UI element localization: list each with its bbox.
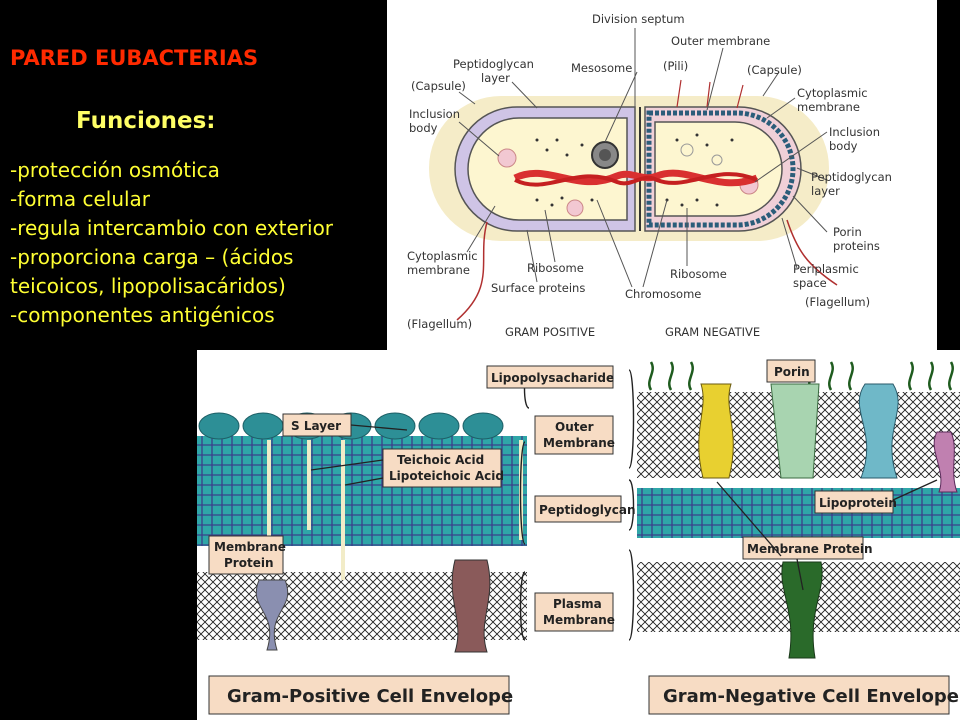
label-cytoplasmic-membrane-right: Cytoplasmic [797,86,868,100]
label-capsule-right: (Capsule) [747,63,802,77]
label-peptidoglycan-left-2: layer [481,71,510,85]
envelope-diagram-panel: Gram-Positive Cell Envelope S Layer Teic… [197,350,960,720]
label-surface-proteins: Surface proteins [491,281,585,295]
label-porin-2: proteins [833,239,880,253]
membrane-protein-gn [781,561,823,659]
label-peptidoglycan-right-2: layer [811,184,840,198]
label-ribosome-right: Ribosome [670,267,727,281]
label-plasma-membrane: Plasma [553,597,602,611]
label-lipoteichoic-acid: Lipoteichoic Acid [389,469,504,483]
gn-envelope-box [648,675,950,715]
envelope-diagram: Gram-Positive Cell Envelope S Layer Teic… [197,359,960,715]
label-gram-positive: GRAM POSITIVE [505,325,595,339]
gram-positive-envelope: Gram-Positive Cell Envelope S Layer Teic… [197,412,527,715]
cell-diagram-panel: Division septum Outer membrane Peptidogl… [387,0,937,350]
inclusion-body [497,148,517,168]
flagellum-right [786,219,838,286]
function-item: -forma celular [10,187,151,211]
porin-blue [858,383,899,479]
label-inclusion-body-right: Inclusion [829,125,880,139]
gram-positive-cell [454,106,636,232]
gram-negative-envelope: Porin Lipopolysacharide Lipoprotein Memb… [486,359,960,715]
label-membrane-protein-gn: Membrane Protein [747,542,873,556]
label-porin-env: Porin [774,365,810,379]
pili [676,79,744,109]
label-s-layer: S Layer [291,419,341,433]
label-periplasmic-space-2: space [793,276,827,290]
membrane-protein-gp-2 [451,559,491,653]
label-outer-membrane-mid: Outer [555,420,594,434]
flagellum-left [456,221,488,321]
inclusion-body [680,143,694,157]
label-mesosome: Mesosome [571,61,632,75]
label-gram-negative-envelope: Gram-Negative Cell Envelope [663,686,959,707]
middle-labels: Outer Membrane Peptidoglycan Plasma Memb… [519,369,636,641]
function-item: -componentes antigénicos [10,303,275,327]
label-inclusion-body-left: Inclusion [409,107,460,121]
label-outer-membrane-mid-2: Membrane [543,436,615,450]
inclusion-body [711,154,723,166]
label-porin: Porin [833,225,862,239]
label-inclusion-body-right-2: body [829,139,858,153]
label-cytoplasmic-membrane-left-2: membrane [407,263,470,277]
porin-green [770,383,820,479]
peptidoglycan-layer-gn [637,488,960,538]
function-item: -protección osmótica [10,158,220,182]
label-inclusion-body-left-2: body [409,121,438,135]
chromosome [513,169,759,187]
label-ribosome-left: Ribosome [527,261,584,275]
label-plasma-membrane-2: Membrane [543,613,615,627]
label-lipopolysaccharide: Lipopolysacharide [491,371,614,385]
label-peptidoglycan-left: Peptidoglycan [453,57,534,71]
label-capsule-left: (Capsule) [411,79,466,93]
inclusion-body [566,199,584,217]
label-peptidoglycan: Peptidoglycan [539,503,636,517]
lipoprotein-purple [933,431,958,493]
gram-negative-cell [644,106,802,232]
functions-list: -protección osmótica -forma celular -reg… [10,156,333,330]
label-peptidoglycan-right: Peptidoglycan [811,170,892,184]
leader-lines [458,28,828,288]
label-chromosome: Chromosome [625,287,701,301]
label-membrane-protein-gp: Membrane [214,540,286,554]
label-flagellum-right: (Flagellum) [805,295,870,309]
label-teichoic-acid: Teichoic Acid [397,453,484,467]
membrane-protein-gp [255,579,289,651]
label-cytoplasmic-membrane-left: Cytoplasmic [407,249,478,263]
cell-diagram: Division septum Outer membrane Peptidogl… [407,12,892,339]
label-outer-membrane: Outer membrane [671,34,770,48]
label-pili: (Pili) [663,59,688,73]
label-cytoplasmic-membrane-right-2: membrane [797,100,860,114]
function-item: teicoicos, lipopolisacáridos) [10,274,286,298]
label-division-septum: Division septum [592,12,685,26]
label-flagellum-left: (Flagellum) [407,317,472,331]
label-membrane-protein-gp-2: Protein [224,556,274,570]
ribosomes [535,133,734,207]
functions-heading: Funciones: [76,108,216,134]
label-gram-negative: GRAM NEGATIVE [665,325,760,339]
porin-yellow [698,383,734,479]
function-item: -regula intercambio con exterior [10,216,334,240]
label-lipoprotein: Lipoprotein [819,496,897,510]
function-item: -proporciona carga – (ácidos [10,245,294,269]
slide-title: PARED EUBACTERIAS [10,46,259,70]
label-gram-positive-envelope: Gram-Positive Cell Envelope [227,686,513,707]
label-periplasmic-space: Periplasmic [793,262,859,276]
gp-envelope-box [208,675,510,715]
